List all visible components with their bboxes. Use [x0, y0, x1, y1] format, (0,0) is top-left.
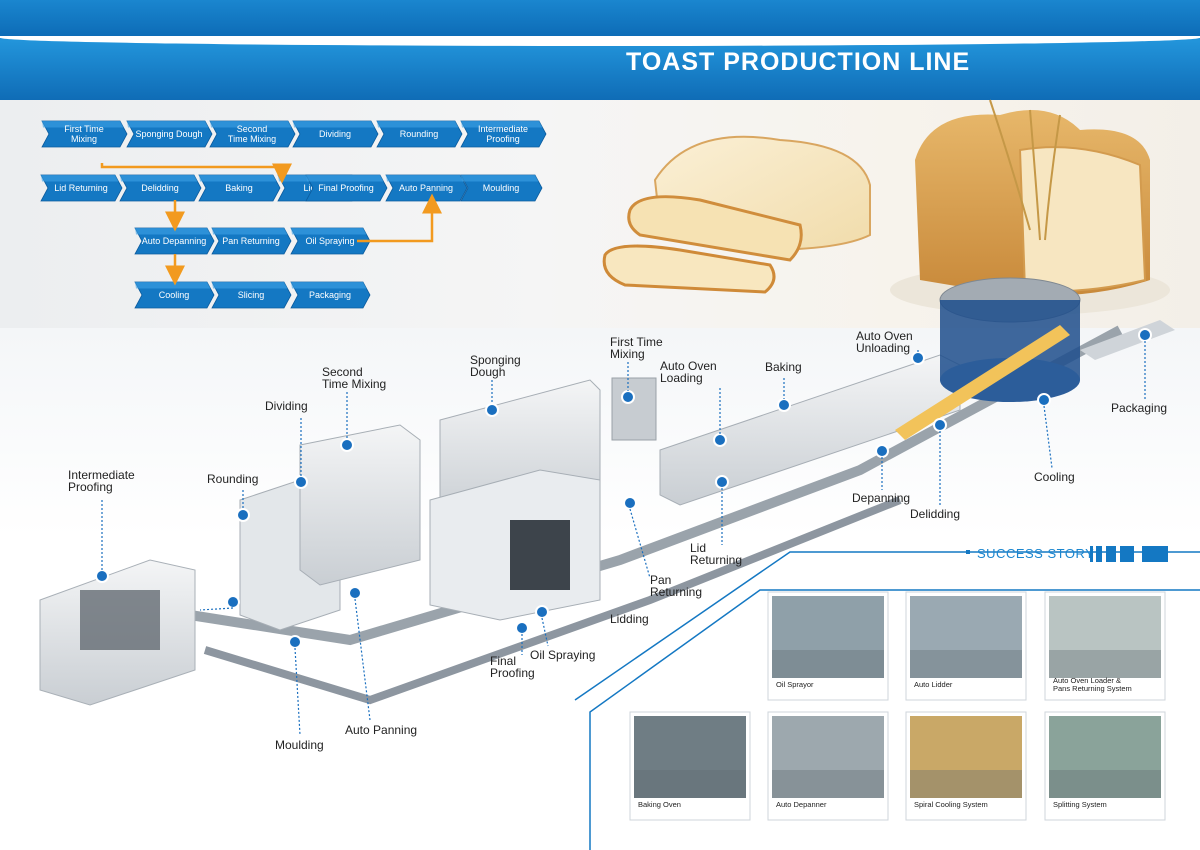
sliced-bread-image [602, 135, 871, 294]
label-lidding: Lidding [610, 612, 649, 626]
production-line-illustration [39, 277, 1175, 706]
label-delidding: Delidding [910, 507, 960, 521]
photo-caption: Auto Oven Loader &Pans Returning System [1053, 676, 1132, 693]
photo-caption: Auto Lidder [914, 680, 953, 689]
flow-node-sponging-dough: Sponging Dough [126, 120, 213, 148]
photo-baking-oven: Baking Oven [629, 711, 751, 821]
title-banner [0, 38, 1200, 100]
flow-node-label: Packaging [309, 290, 351, 300]
photo-spiral-cooling-system: Spiral Cooling System [905, 711, 1027, 821]
photo-caption: Splitting System [1053, 800, 1107, 809]
flow-node-pan-returning: Pan Returning [211, 227, 292, 255]
label-cooling: Cooling [1034, 470, 1075, 484]
flow-node-auto-depanning: Auto Depanning [134, 227, 215, 255]
callout-leaders [101, 341, 1146, 736]
page-title: TOAST PRODUCTION LINE [626, 48, 971, 76]
flow-node-label: Lid Returning [54, 183, 108, 193]
flow-node-oil-spraying: Oil Spraying [290, 227, 371, 255]
banner-divider [0, 36, 1200, 46]
photo-splitting-system: Splitting System [1044, 711, 1166, 821]
connector-oil-to-panning [357, 193, 442, 243]
flow-node-label: Cooling [159, 290, 190, 300]
flow-node-dividing: Dividing [292, 120, 379, 148]
flow-node-rounding: Rounding [376, 120, 463, 148]
flow-node-label: Moulding [483, 183, 520, 193]
flow-node-baking: Baking [198, 174, 281, 202]
flow-node-label: Dividing [319, 129, 351, 139]
photo-oil-sprayor: Oil Sprayor [767, 591, 889, 701]
flow-node-lid-returning: Lid Returning [40, 174, 123, 202]
flow-node-delidding: Delidding [119, 174, 202, 202]
flow-node-label: Final Proofing [318, 183, 374, 193]
label-depanning: Depanning [852, 491, 910, 505]
photo-caption: Oil Sprayor [776, 680, 814, 689]
flow-node-cooling: Cooling [134, 281, 215, 309]
label-moulding: Moulding [275, 738, 324, 752]
flow-node-label: Rounding [400, 129, 439, 139]
success-story-photos: Oil Sprayor Auto Lidder Auto Oven Loader &… [629, 591, 1166, 821]
flow-node-label: Pan Returning [222, 236, 280, 246]
flow-node-label: Delidding [141, 183, 179, 193]
label-dividing: Dividing [265, 399, 308, 413]
flow-connectors [100, 163, 442, 286]
flow-node-label: Oil Spraying [305, 236, 354, 246]
photo-auto-lidder: Auto Lidder [905, 591, 1027, 701]
connector-mixing-to-lidding [100, 163, 292, 184]
success-story-title: SUCCESS STORY [977, 546, 1094, 561]
success-story-header: SUCCESS STORY [966, 546, 1168, 562]
flow-node-label: Baking [225, 183, 253, 193]
label-rounding: Rounding [207, 472, 258, 486]
success-panel-frame [574, 551, 1200, 850]
photo-caption: Spiral Cooling System [914, 800, 988, 809]
callout-markers [95, 328, 1152, 649]
label-oil-spraying: Oil Spraying [530, 648, 595, 662]
flow-node-label: Auto Depanning [142, 236, 207, 246]
flow-node-packaging: Packaging [290, 281, 371, 309]
photo-auto-oven-loader-pans-returning-system: Auto Oven Loader &Pans Returning System [1044, 591, 1166, 701]
flow-node-label: Sponging Dough [135, 129, 202, 139]
label-baking: Baking [765, 360, 802, 374]
label-auto-panning: Auto Panning [345, 723, 417, 737]
flow-node-slicing: Slicing [211, 281, 292, 309]
photo-caption: Baking Oven [638, 800, 681, 809]
loaf-bread-image [890, 99, 1170, 315]
flow-node-label: Slicing [238, 290, 265, 300]
flow-node-final-proofing: Final Proofing [305, 174, 388, 202]
photo-auto-depanner: Auto Depanner [767, 711, 889, 821]
flow-node-auto-panning: Auto Panning [385, 174, 468, 202]
flow-node-label: Auto Panning [399, 183, 453, 193]
flow-node-moulding: Moulding [460, 174, 543, 202]
top-bar [0, 0, 1200, 36]
photo-caption: Auto Depanner [776, 800, 827, 809]
label-packaging: Packaging [1111, 401, 1167, 415]
